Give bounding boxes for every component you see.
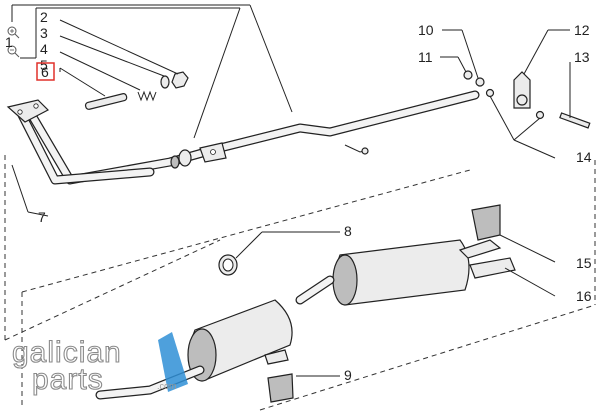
callout-8: 8 <box>344 223 352 239</box>
frame-lines <box>4 155 596 411</box>
part-15-hanger <box>471 204 501 241</box>
clamp-assembly <box>463 70 591 129</box>
callout-10: 10 <box>418 22 434 38</box>
part-6-stud <box>84 93 128 110</box>
watermark-line1: galician <box>12 336 122 369</box>
callout-2: 2 <box>40 9 48 25</box>
part-8-ring <box>218 254 238 276</box>
callout-13: 13 <box>574 49 590 65</box>
callout-1: 1 <box>5 34 13 50</box>
front-exhaust-pipe <box>6 90 480 185</box>
leader-lines <box>11 19 571 377</box>
callout-6: 6 <box>41 64 49 80</box>
callout-12: 12 <box>574 22 590 38</box>
part-4-washer <box>160 75 170 89</box>
callout-bracket <box>11 4 293 139</box>
callout-7: 7 <box>38 209 46 225</box>
callout-3: 3 <box>40 25 48 41</box>
part-3-nut <box>171 71 189 89</box>
zoom-in-icon[interactable] <box>7 26 20 39</box>
callout-6-highlight <box>36 62 55 81</box>
front-muffler <box>95 299 293 400</box>
part-2-gasket <box>170 149 192 169</box>
watermark-line2: parts <box>32 363 104 396</box>
part-9-hanger <box>267 373 294 403</box>
zoom-out-icon[interactable] <box>7 45 20 58</box>
callout-9: 9 <box>344 367 352 383</box>
callout-5: 5 <box>40 57 48 73</box>
callout-11: 11 <box>418 49 433 65</box>
part-5-spring <box>137 90 157 102</box>
callout-16: 16 <box>576 288 592 304</box>
callout-15: 15 <box>576 255 592 271</box>
watermark-logo: galician parts .com <box>11 332 188 397</box>
callout-4: 4 <box>40 41 48 57</box>
callout-labels: 1 2 3 4 5 6 7 8 9 10 11 12 13 14 15 16 <box>5 9 592 383</box>
rear-muffler <box>295 239 516 306</box>
watermark-suffix: .com <box>157 381 177 391</box>
callout-14: 14 <box>576 149 592 165</box>
